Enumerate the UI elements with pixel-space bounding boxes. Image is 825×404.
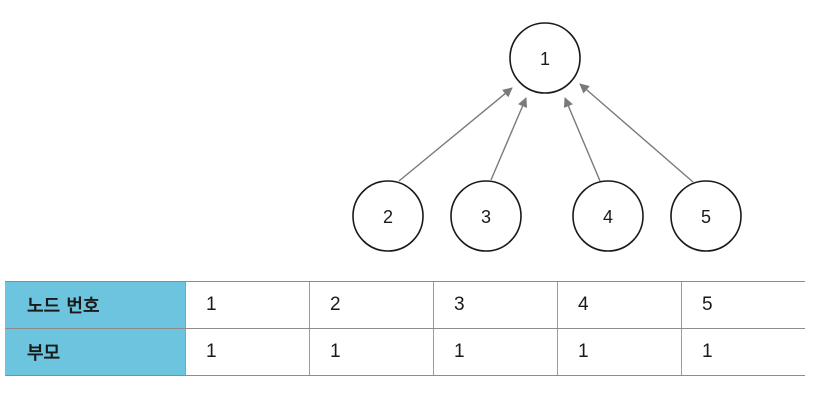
node-2: 2 (352, 180, 424, 252)
table-cell: 4 (557, 281, 682, 329)
node-1-label: 1 (540, 49, 550, 69)
edge-5-to-1 (579, 83, 694, 183)
node-2-label: 2 (383, 207, 393, 227)
node-4-label: 4 (603, 207, 613, 227)
node-1: 1 (509, 22, 581, 94)
table-cell: 5 (681, 281, 805, 329)
row-header-node-number: 노드 번호 (5, 281, 186, 329)
node-5-label: 5 (701, 207, 711, 227)
table-cell: 3 (433, 281, 558, 329)
table-cell: 1 (557, 328, 682, 376)
node-4: 4 (572, 180, 644, 252)
edge-2-to-1 (398, 87, 513, 182)
node-5: 5 (670, 180, 742, 252)
table-row-parent: 부모 1 1 1 1 1 (5, 328, 805, 376)
edge-4-to-1 (563, 97, 601, 182)
table-cell: 1 (185, 328, 310, 376)
table-cell: 2 (309, 281, 434, 329)
node-3-label: 3 (481, 207, 491, 227)
parent-table: 노드 번호 1 2 3 4 5 부모 1 1 1 1 1 (5, 281, 805, 376)
row-header-parent: 부모 (5, 328, 186, 376)
table-row-node-number: 노드 번호 1 2 3 4 5 (5, 281, 805, 329)
node-3: 3 (450, 180, 522, 252)
table-cell: 1 (309, 328, 434, 376)
edge-3-to-1 (490, 97, 528, 181)
table-cell: 1 (681, 328, 805, 376)
table-cell: 1 (185, 281, 310, 329)
tree-diagram: 1 2 3 4 5 (352, 22, 742, 252)
table-cell: 1 (433, 328, 558, 376)
